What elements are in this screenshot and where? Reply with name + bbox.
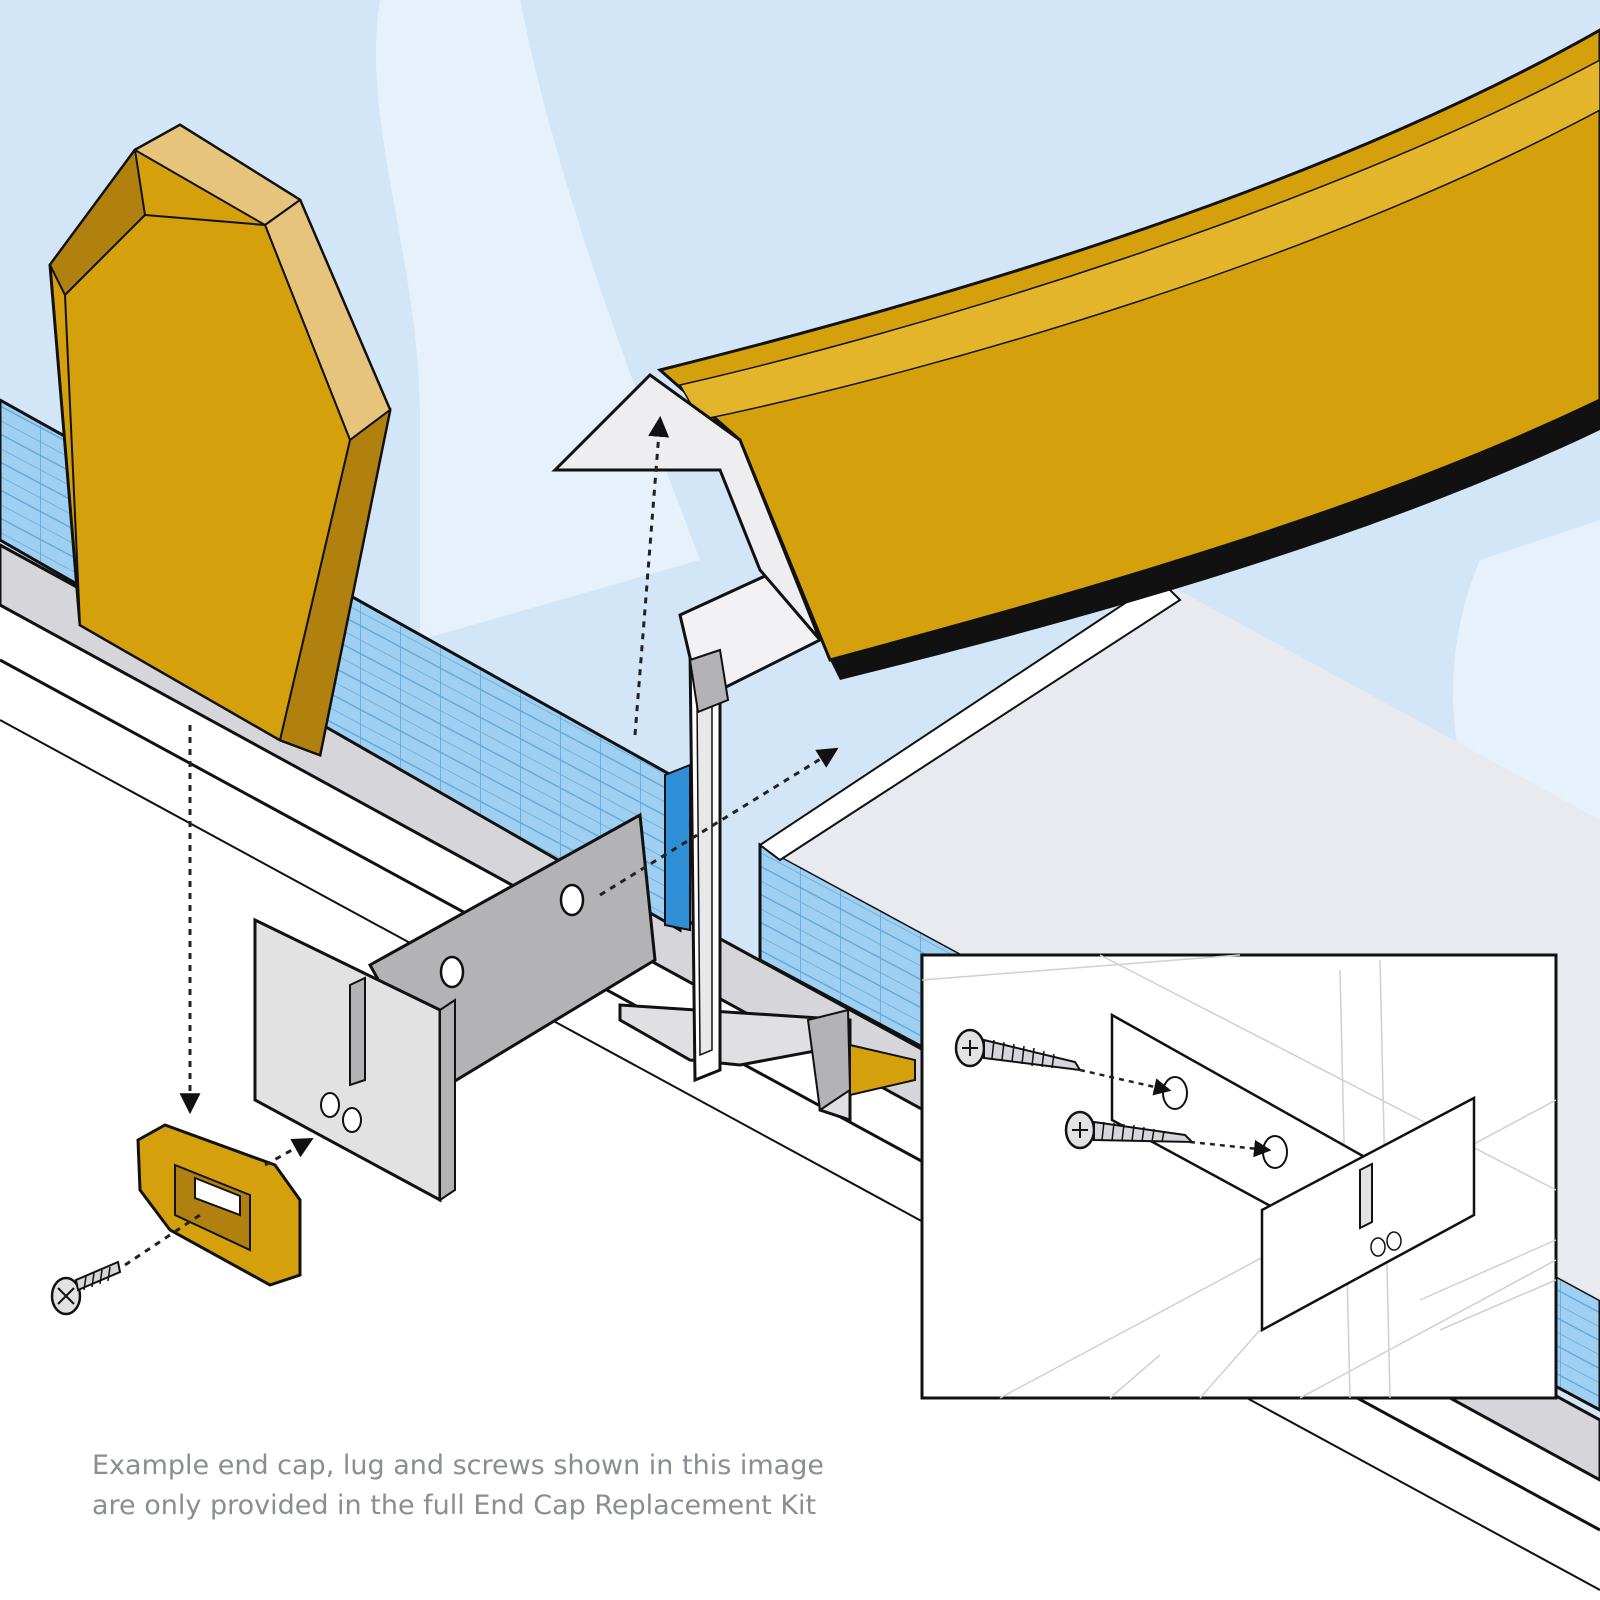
top-cap-highlight bbox=[678, 59, 1600, 421]
gold-strip bbox=[849, 1043, 916, 1097]
end-cap-bracket bbox=[253, 812, 657, 1203]
sky-swoosh bbox=[375, 0, 700, 640]
detail-inset bbox=[920, 953, 1558, 1400]
end-cap-lug bbox=[136, 1123, 302, 1287]
screw-icon bbox=[50, 1260, 122, 1316]
polycarbonate-edge bbox=[664, 763, 691, 932]
assembly-arrow bbox=[124, 1213, 201, 1267]
screw-icon bbox=[954, 1028, 1082, 1072]
assembly-arrow bbox=[633, 415, 670, 736]
glazing-bar-stem-inner bbox=[696, 693, 713, 1057]
glazing-bar-clip bbox=[688, 648, 730, 714]
sheet-top-shadow bbox=[758, 578, 1182, 862]
caption-line-1: Example end cap, lug and screws shown in… bbox=[92, 1450, 824, 1481]
kit-disclaimer-caption: Example end cap, lug and screws shown in… bbox=[92, 1446, 852, 1526]
end-cap bbox=[48, 123, 392, 758]
rafter-edge-line bbox=[0, 719, 1600, 1591]
assembly-arrow bbox=[1189, 1139, 1272, 1158]
top-cap-shadow-edge bbox=[830, 400, 1600, 680]
assembly-arrow bbox=[599, 747, 839, 897]
assembly-arrow bbox=[264, 1137, 314, 1167]
caption-line-2: are only provided in the full End Cap Re… bbox=[92, 1490, 817, 1521]
top-cap-underside bbox=[551, 373, 822, 641]
